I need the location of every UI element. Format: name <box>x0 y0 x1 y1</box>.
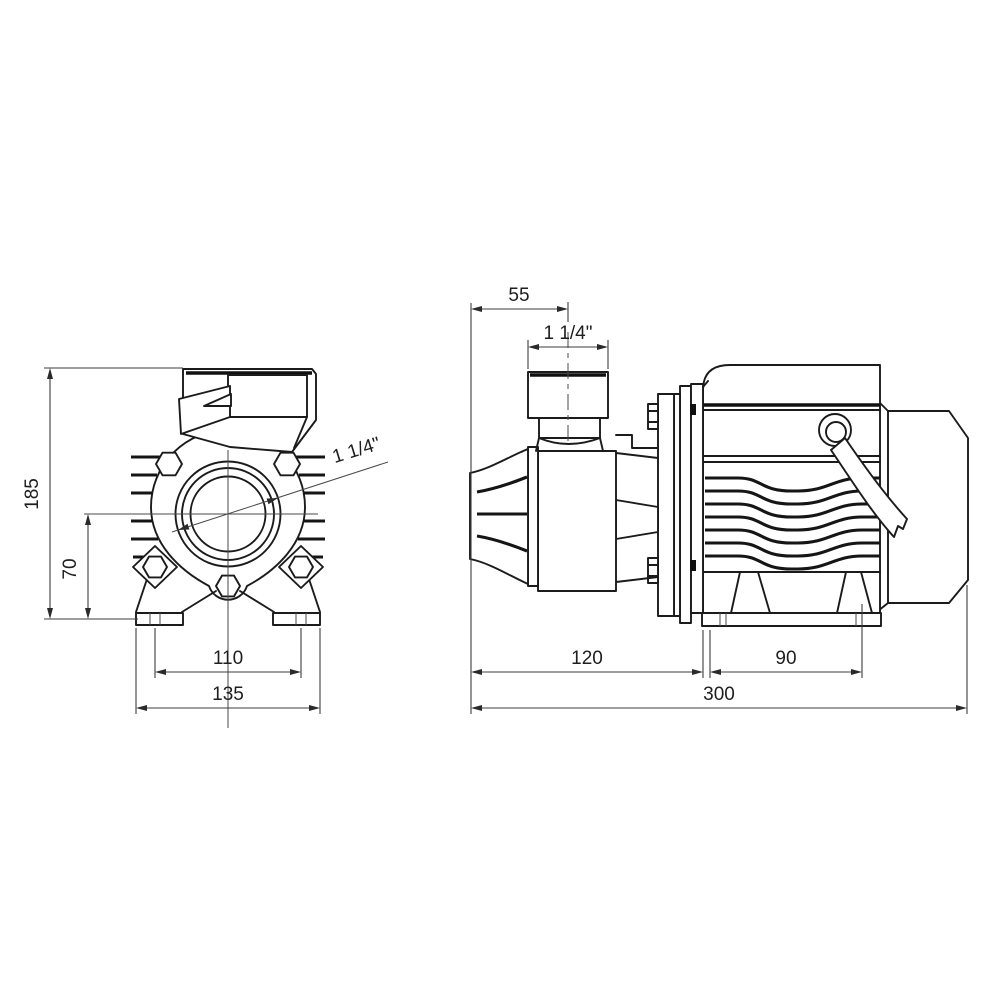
flange-plate-back <box>679 385 692 624</box>
terminal-box-arrow-mark <box>203 393 232 407</box>
cable-gland-inner <box>825 421 847 443</box>
flange-bolt-bottom <box>647 557 659 584</box>
inlet-neck <box>538 417 601 439</box>
dim-label-port-side: 1 1/4" <box>543 323 592 344</box>
base-plate-slot-left <box>719 613 727 626</box>
pump-casing <box>537 450 617 592</box>
flange-bolt-top <box>647 403 659 430</box>
casing-adapter <box>615 434 659 583</box>
pump-leg-left-inner <box>181 590 217 613</box>
dim-label-55: 55 <box>508 285 529 306</box>
dim-inlet-thread: 1 1/4" <box>527 323 609 369</box>
motor-base-plate <box>701 612 882 627</box>
dim-label-300: 300 <box>703 684 735 705</box>
casing-front-plate <box>527 446 539 587</box>
bolt-top-left <box>155 451 183 477</box>
bolt-top-right <box>273 451 301 477</box>
dim-110: 110 <box>154 628 302 678</box>
dim-120: 120 <box>471 630 704 678</box>
foot-slot-left <box>149 613 161 625</box>
dim-label-120: 120 <box>571 648 603 669</box>
terminal-box-side-line <box>293 416 308 449</box>
leader-arrow-2 <box>266 498 278 505</box>
fins-left <box>131 455 168 559</box>
bolt-mid-left <box>142 555 168 579</box>
dim-185: 185 <box>22 367 183 620</box>
suction-bell <box>469 448 529 585</box>
bolt-mid-right <box>288 555 314 579</box>
fins-right <box>288 455 325 559</box>
pump-leg-right-inner <box>239 590 275 613</box>
motor-face-plate <box>690 383 704 614</box>
fan-cover <box>887 410 969 604</box>
dim-label-90: 90 <box>775 648 796 669</box>
dim-70: 70 <box>60 514 91 619</box>
port-leader-line <box>171 461 389 533</box>
seal-mark-top <box>690 404 696 415</box>
dim-label-70: 70 <box>60 558 81 579</box>
foot-slot-right <box>295 613 307 625</box>
motor-fins <box>705 476 880 571</box>
front-view: 1 1/4" 185 70 110 135 <box>22 367 389 728</box>
leader-arrow-1 <box>178 523 190 530</box>
inlet-neck-curve <box>535 437 604 452</box>
terminal-box-flap <box>178 385 231 435</box>
dim-300: 300 <box>471 585 968 714</box>
flange-plate-front <box>657 393 675 617</box>
dim-label-110: 110 <box>213 648 243 669</box>
dim-55: 55 <box>470 285 569 714</box>
power-cable <box>830 437 908 538</box>
dim-label-port-front: 1 1/4" <box>330 434 383 468</box>
dim-label-135: 135 <box>212 684 244 705</box>
seal-mark-bottom <box>690 560 696 571</box>
bell-fins <box>476 475 528 553</box>
dim-label-185: 185 <box>22 478 43 510</box>
dim-135: 135 <box>135 628 321 714</box>
dim-90: 90 <box>709 604 863 678</box>
terminal-box-cover <box>227 374 308 418</box>
side-view: 55 1 1/4" 120 90 300 <box>469 285 969 714</box>
